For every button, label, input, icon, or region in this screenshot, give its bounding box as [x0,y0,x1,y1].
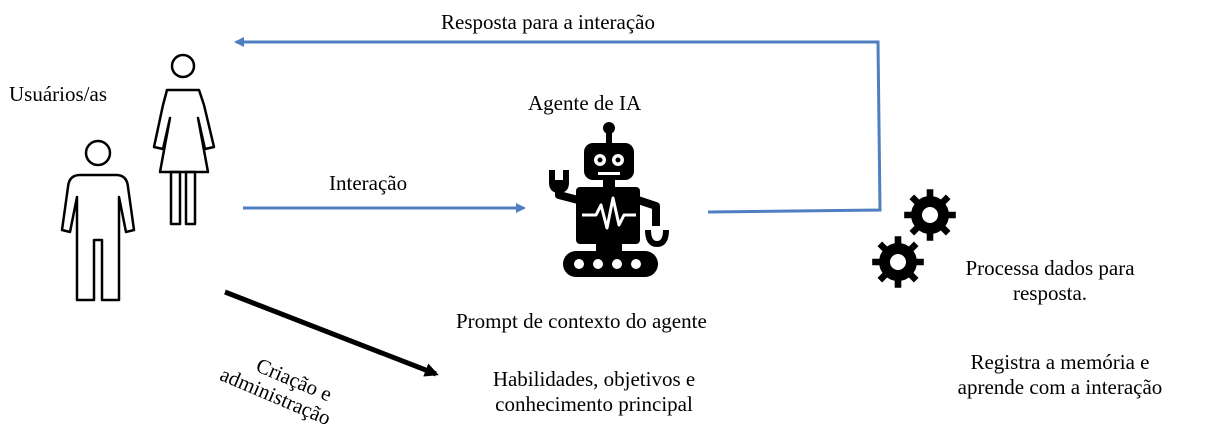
response-arrow [234,37,882,214]
skills-line-1: Habilidades, objetivos e [492,367,696,391]
gears-icon [872,189,956,288]
woman-icon [152,53,216,226]
response-label: Resposta para a interação [441,10,655,34]
process-text: Processa dados para resposta. [930,256,1170,306]
memory-line-2: aprende com a interação [957,375,1163,400]
skills-text: Habilidades, objetivos e conhecimento pr… [454,367,734,417]
agent-title: Agente de IA [528,91,642,115]
memory-line-1: Registra a memória e [970,350,1150,374]
skills-line-2: conhecimento principal [495,392,693,417]
interaction-label: Interação [329,171,408,195]
process-line-2: resposta. [1012,281,1088,306]
users-label: Usuários/as [9,82,107,106]
gear-small-icon [872,236,924,288]
process-line-1: Processa dados para [965,256,1135,280]
gear-large-icon [904,189,956,241]
robot-icon [549,122,669,277]
creation-arrow [224,289,439,377]
man-icon [60,139,136,302]
prompt-label: Prompt de contexto do agente [456,309,707,333]
memory-text: Registra a memória e aprende com a inter… [925,350,1195,400]
